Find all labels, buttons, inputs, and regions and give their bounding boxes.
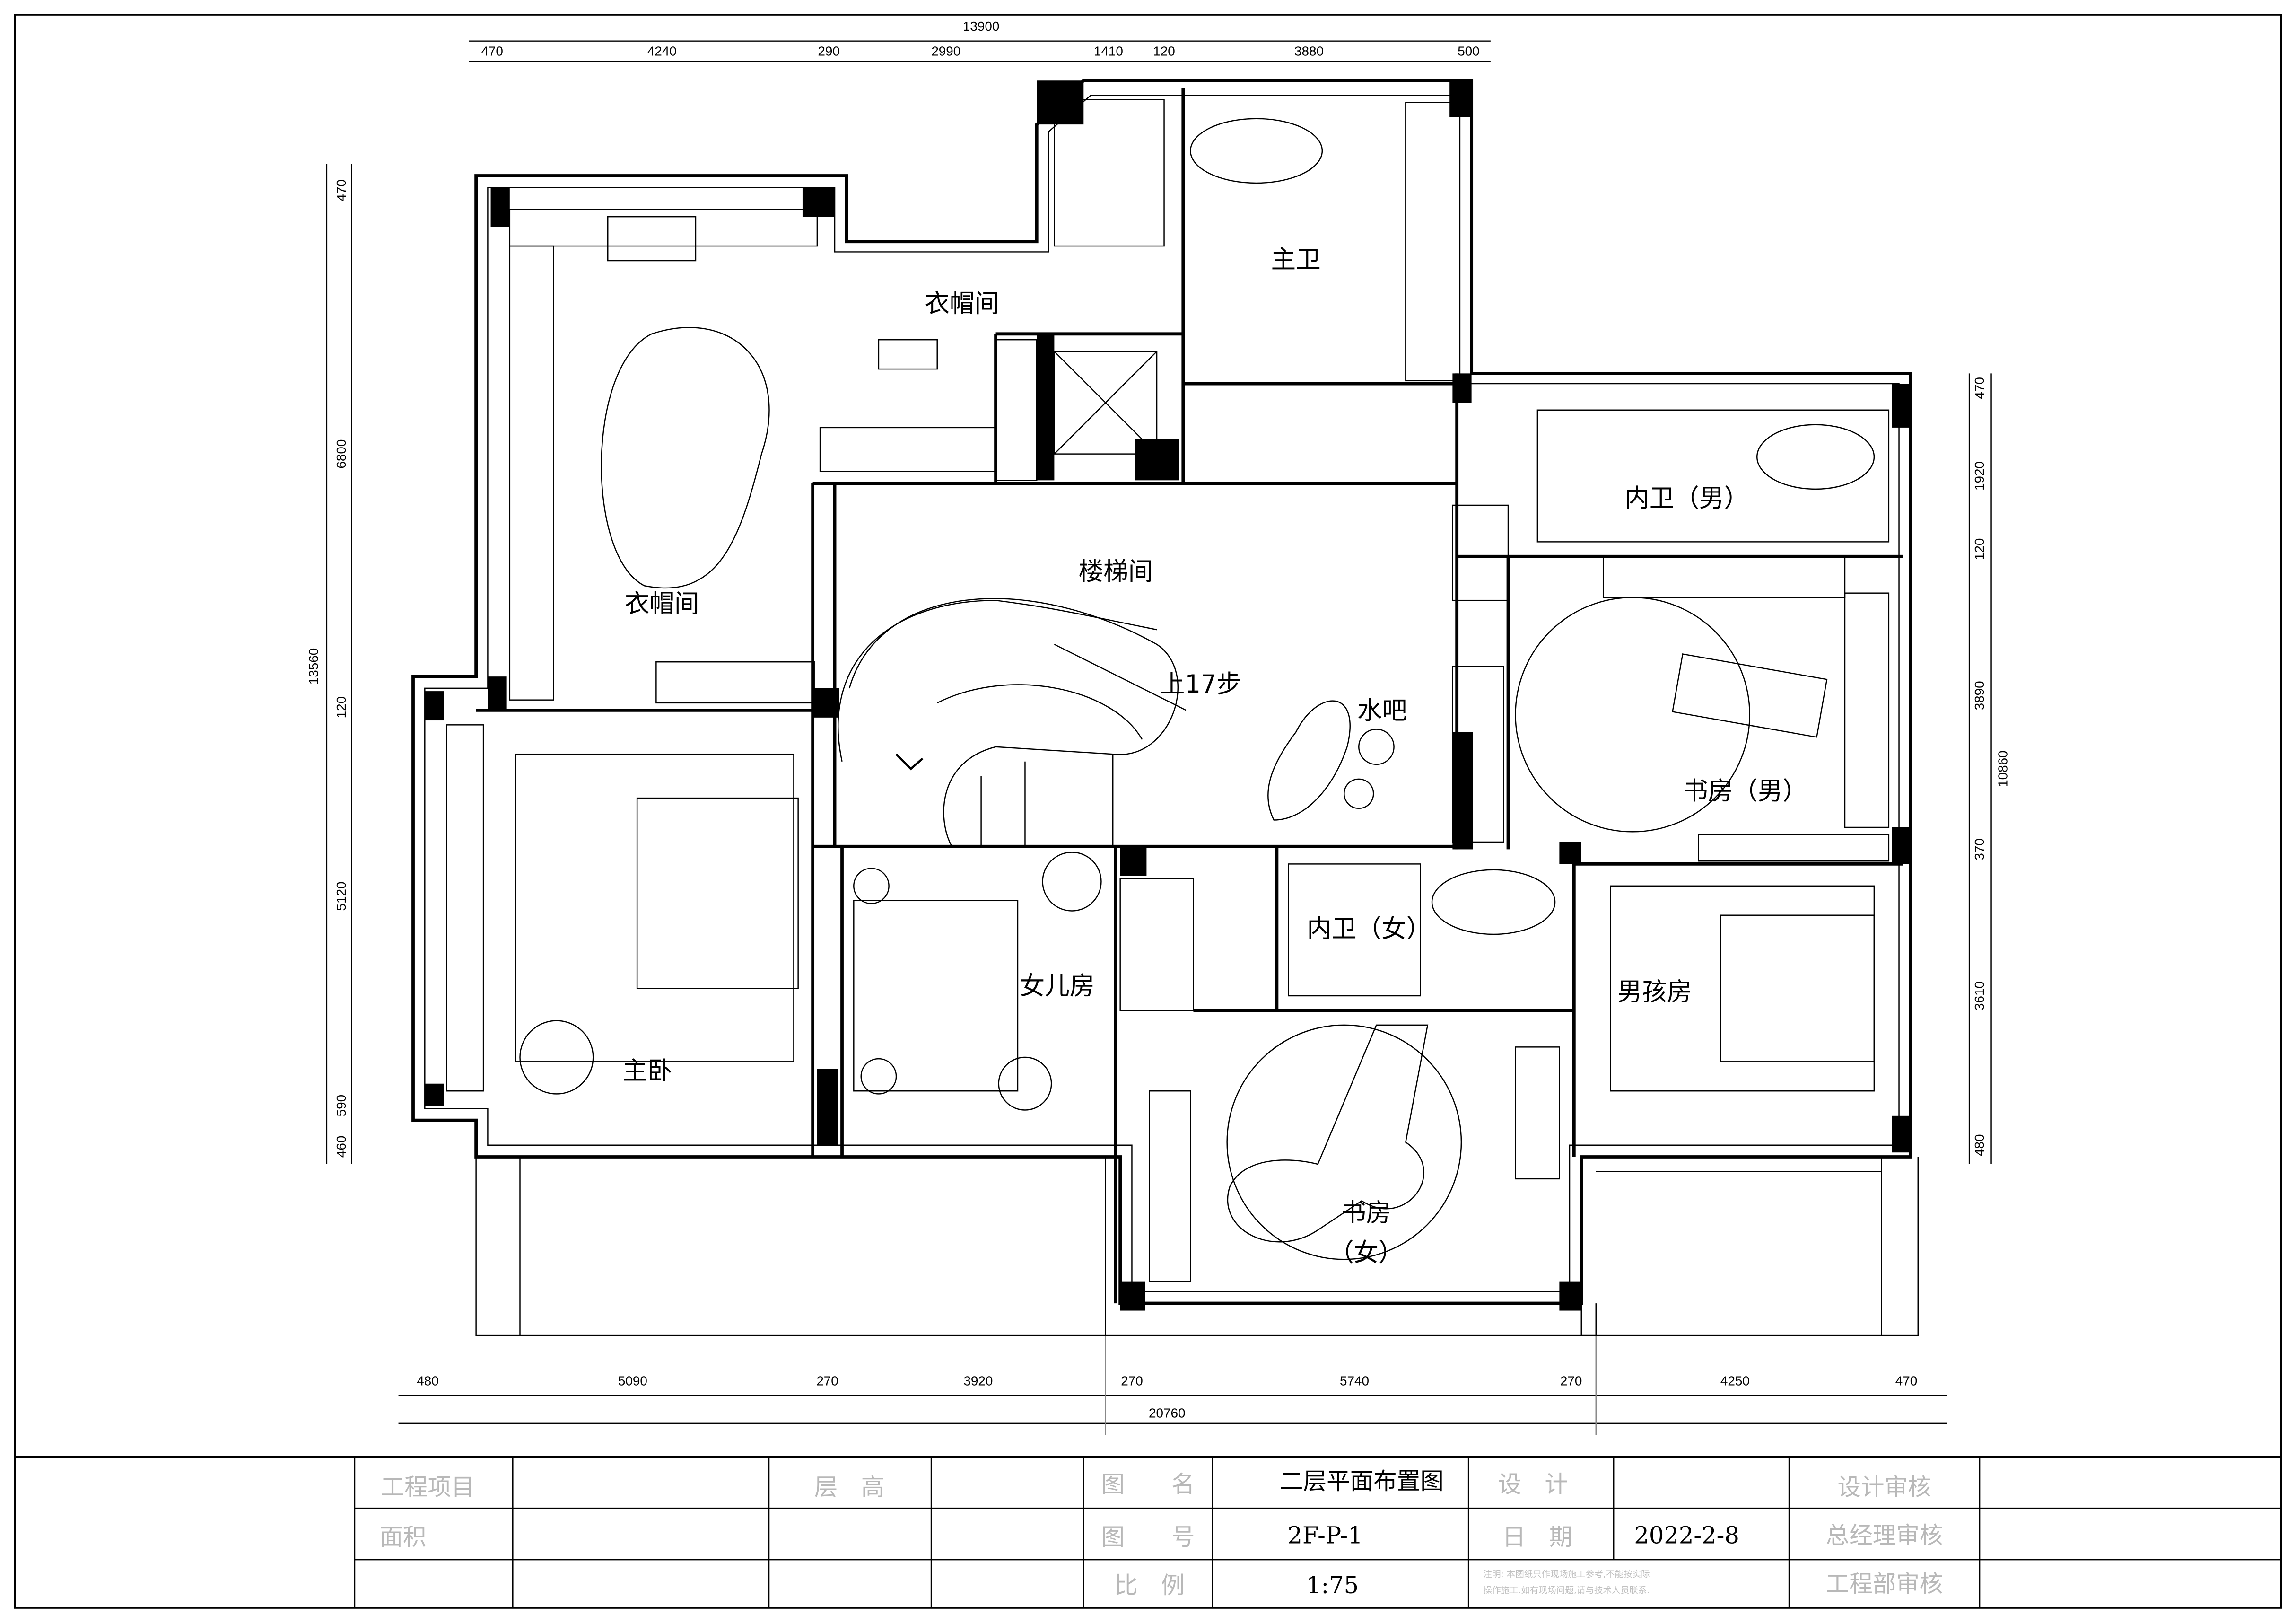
dim-right: 1920 bbox=[1972, 461, 1987, 491]
date: 2022-2-8 bbox=[1634, 1522, 1739, 1549]
dim-top: 4240 bbox=[647, 44, 677, 59]
dim-left: 460 bbox=[334, 1136, 349, 1158]
drawing-name-label: 图 名 bbox=[1101, 1470, 1195, 1498]
dim-top: 3880 bbox=[1294, 44, 1324, 59]
title-block-text: 工程项目 层 高 图 名 二层平面布置图 设 计 设计审核 面积 图 号 2F-… bbox=[379, 1467, 1943, 1599]
dim-top: 290 bbox=[818, 44, 839, 59]
dim-left: 470 bbox=[334, 179, 349, 201]
dim-right: 480 bbox=[1972, 1134, 1987, 1156]
exterior-wall bbox=[411, 79, 1912, 1305]
room-label-bath-girl: 内卫（女） bbox=[1307, 914, 1431, 943]
drawing-frame bbox=[14, 14, 2282, 1609]
dim-top: 470 bbox=[481, 44, 503, 59]
scale-label: 比 例 bbox=[1114, 1571, 1185, 1599]
dim-bottom: 4250 bbox=[1720, 1373, 1750, 1388]
dim-top: 2990 bbox=[931, 44, 960, 59]
room-label-cloakroom-top: 衣帽间 bbox=[925, 289, 999, 318]
dim-left-total: 13560 bbox=[306, 648, 321, 685]
dim-bottom: 270 bbox=[816, 1373, 838, 1388]
floor-height-label: 层 高 bbox=[814, 1474, 885, 1501]
structural-columns bbox=[425, 80, 1912, 1311]
exterior-wall-inner bbox=[424, 94, 1900, 1292]
balconies bbox=[475, 1157, 1919, 1336]
project-label: 工程项目 bbox=[381, 1474, 474, 1501]
room-label-water-bar: 水吧 bbox=[1357, 696, 1407, 725]
dim-top: 120 bbox=[1153, 44, 1175, 59]
dimensions-top: 13900 470 4240 290 2990 1410 120 3880 50… bbox=[481, 19, 1479, 59]
area-label: 面积 bbox=[379, 1523, 426, 1551]
dim-bottom: 5090 bbox=[618, 1373, 647, 1388]
dim-left: 120 bbox=[334, 696, 349, 718]
note-line-2: 操作施工.如有现场问题,请与技术人员联系. bbox=[1483, 1586, 1650, 1596]
gm-review-label: 总经理审核 bbox=[1826, 1522, 1943, 1549]
dimensions-right: 10860 470 1920 120 3890 370 3610 480 bbox=[1972, 377, 2010, 1156]
dim-right: 120 bbox=[1972, 538, 1987, 560]
design-label: 设 计 bbox=[1498, 1470, 1568, 1498]
dim-bottom: 270 bbox=[1560, 1373, 1582, 1388]
dimension-lines bbox=[326, 40, 1992, 1435]
date-label: 日 期 bbox=[1502, 1523, 1573, 1551]
drawing-no-label: 图 号 bbox=[1101, 1523, 1195, 1551]
note-line-1: 注明: 本图纸只作现场施工参考,不能按实际 bbox=[1483, 1570, 1650, 1580]
dim-bottom: 5740 bbox=[1340, 1373, 1369, 1388]
scale: 1:75 bbox=[1306, 1571, 1359, 1599]
design-review-label: 设计审核 bbox=[1838, 1474, 1931, 1501]
dim-left: 5120 bbox=[334, 882, 349, 911]
dim-left: 6800 bbox=[334, 439, 349, 469]
drawing-no: 2F-P-1 bbox=[1287, 1522, 1362, 1549]
furniture bbox=[446, 99, 1890, 1282]
room-label-master-bedroom: 主卧 bbox=[622, 1056, 672, 1085]
dim-bottom: 3920 bbox=[963, 1373, 993, 1388]
dim-bottom-total: 20760 bbox=[1149, 1406, 1185, 1421]
dim-top: 1410 bbox=[1094, 44, 1123, 59]
dim-top-total: 13900 bbox=[963, 19, 999, 34]
room-label-cloakroom-left: 衣帽间 bbox=[625, 589, 699, 618]
room-label-study-girl: 书房 bbox=[1341, 1199, 1391, 1228]
room-label-daughter-room: 女儿房 bbox=[1020, 972, 1095, 1001]
room-label-bath-boy: 内卫（男） bbox=[1624, 484, 1749, 513]
dim-top: 500 bbox=[1458, 44, 1479, 59]
dim-right: 3890 bbox=[1972, 681, 1987, 710]
title-block bbox=[15, 1456, 2281, 1608]
dim-right: 370 bbox=[1972, 838, 1987, 860]
dimensions-bottom: 480 5090 270 3920 270 5740 270 4250 470 … bbox=[417, 1373, 1917, 1420]
dim-right: 3610 bbox=[1972, 981, 1987, 1010]
room-label-study-boy: 书房（男） bbox=[1683, 777, 1807, 806]
dim-bottom: 470 bbox=[1895, 1373, 1917, 1388]
dim-right: 470 bbox=[1972, 377, 1987, 399]
stair-note: 上17步 bbox=[1160, 670, 1241, 699]
room-labels: 衣帽间 主卫 衣帽间 楼梯间 上17步 水吧 内卫（男） 书房（男） 女儿房 内… bbox=[622, 245, 1807, 1267]
dimensions-left: 13560 470 6800 120 5120 590 460 bbox=[306, 179, 349, 1158]
room-label-study-girl-suffix: （女） bbox=[1329, 1238, 1404, 1267]
dim-bottom: 480 bbox=[417, 1373, 438, 1388]
drawing-name: 二层平面布置图 bbox=[1280, 1467, 1444, 1495]
dim-left: 590 bbox=[334, 1095, 349, 1116]
room-label-boy-room: 男孩房 bbox=[1617, 977, 1692, 1006]
eng-review-label: 工程部审核 bbox=[1826, 1570, 1943, 1598]
dim-bottom: 270 bbox=[1121, 1373, 1143, 1388]
room-label-stairwell: 楼梯间 bbox=[1078, 557, 1153, 586]
room-label-master-bath: 主卫 bbox=[1271, 245, 1321, 274]
spiral-staircase bbox=[838, 598, 1187, 847]
dim-right-total: 10860 bbox=[1996, 750, 2010, 787]
